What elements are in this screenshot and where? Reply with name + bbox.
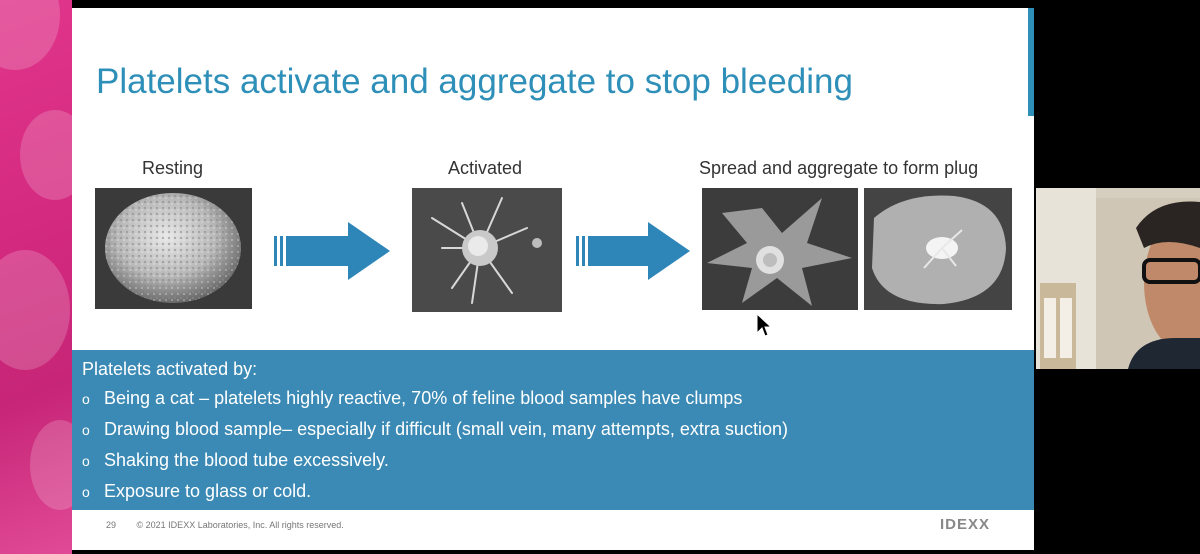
info-bullet: o Exposure to glass or cold. [82,481,311,502]
idexx-logo: IDEXX [940,516,991,533]
bullet-marker: o [82,453,90,469]
bullet-text: Exposure to glass or cold. [104,481,312,501]
arrow-right-icon [576,222,690,280]
slide-footer: 29 © 2021 IDEXX Laboratories, Inc. All r… [106,520,344,530]
spreading-platelet-image [702,188,858,310]
presenter-video-thumbnail[interactable] [1036,188,1200,369]
bullet-text: Drawing blood sample– especially if diff… [104,419,788,439]
bullet-marker: o [82,422,90,438]
info-bullet: o Drawing blood sample– especially if dif… [82,419,788,440]
info-bullet: o Being a cat – platelets highly reactive… [82,388,742,409]
arrow-right-icon [274,222,390,280]
bullet-text: Being a cat – platelets highly reactive,… [104,388,743,408]
activated-platelet-image [412,188,562,312]
presentation-slide: Platelets activate and aggregate to stop… [72,8,1034,550]
bullet-marker: o [82,391,90,407]
background-decor-strip [0,0,72,554]
stage-label-resting: Resting [142,158,204,178]
stage-label-spread: Spread and aggregate to form plug [699,158,979,178]
info-panel: Platelets activated by: o Being a cat – p… [72,350,1034,510]
aggregated-platelet-image [864,188,1012,310]
bullet-marker: o [82,484,90,500]
slide-title: Platelets activate and aggregate to stop… [96,62,853,101]
resting-platelet-image [95,188,252,309]
mouse-pointer-icon [756,313,772,337]
copyright-text: © 2021 IDEXX Laboratories, Inc. All righ… [136,520,344,530]
presenter-video-icon [1036,188,1200,369]
info-heading: Platelets activated by: [82,359,258,379]
bullet-text: Shaking the blood tube excessively. [104,450,389,470]
stage-label-activated: Activated [448,158,523,178]
page-number: 29 [106,520,117,530]
title-accent-bar [1028,8,1034,116]
info-bullet: o Shaking the blood tube excessively. [82,450,389,471]
